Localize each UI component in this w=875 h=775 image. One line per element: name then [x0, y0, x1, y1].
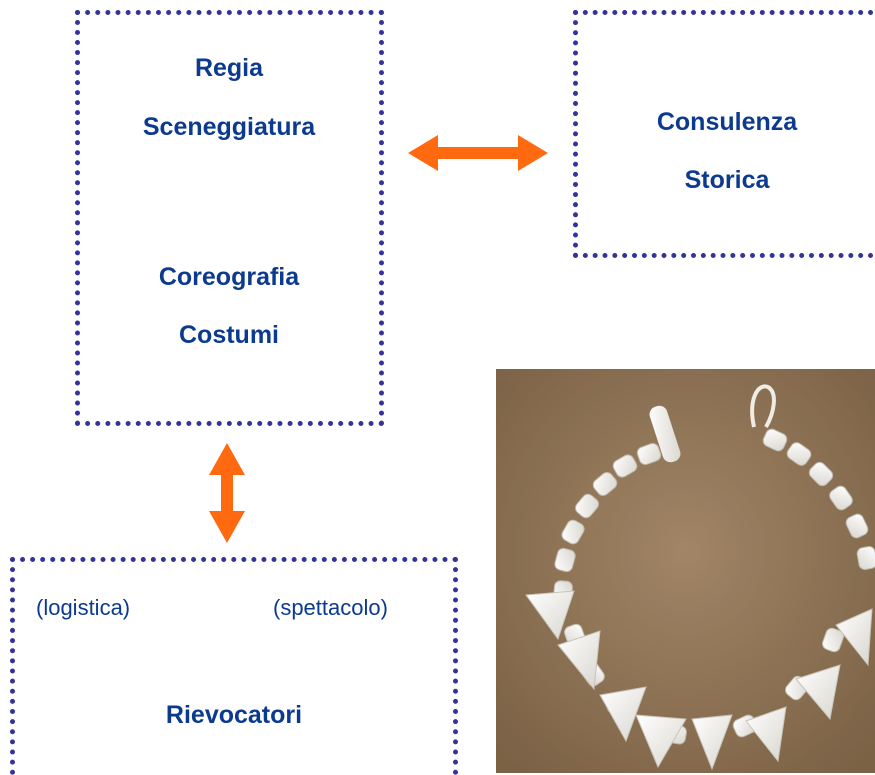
label-regia: Regia — [194, 54, 264, 82]
box-consulenza — [573, 10, 875, 258]
label-rievocatori: Rievocatori — [165, 701, 303, 729]
double-arrow-horizontal-icon — [408, 135, 548, 171]
box-rievocatori — [10, 557, 458, 775]
label-sceneggiatura: Sceneggiatura — [142, 113, 316, 141]
label-consulenza: Consulenza — [656, 108, 798, 136]
label-storica: Storica — [684, 166, 770, 194]
double-arrow-vertical-icon — [209, 443, 245, 543]
note-logistica: (logistica) — [36, 595, 131, 620]
label-coreografia: Coreografia — [158, 263, 300, 291]
label-costumi: Costumi — [179, 321, 279, 349]
box-regia — [75, 10, 384, 426]
necklace-photo — [496, 369, 875, 773]
note-spettacolo: (spettacolo) — [273, 595, 388, 620]
